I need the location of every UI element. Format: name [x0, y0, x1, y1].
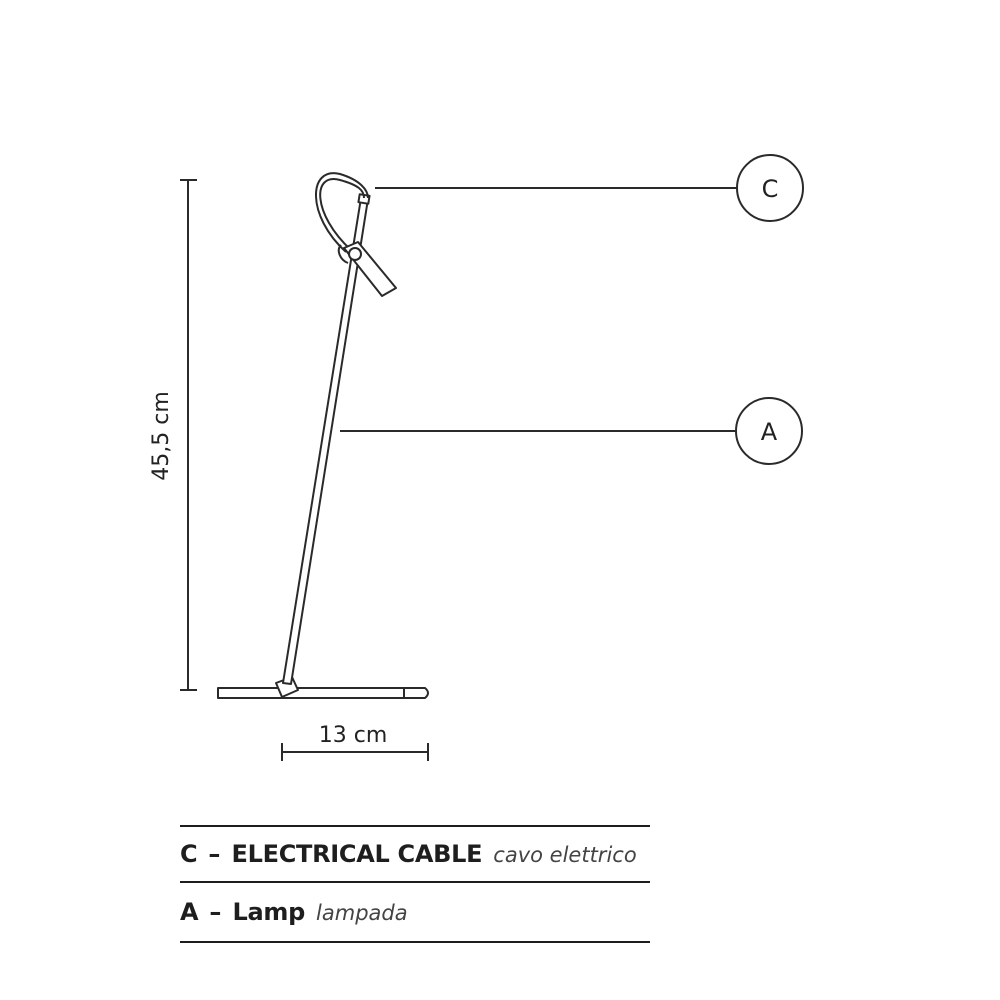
cable-icon — [319, 178, 365, 251]
callout-a-letter: A — [761, 418, 778, 446]
legend-part-name: Lamp — [232, 898, 305, 926]
height-dimension-label: 45,5 cm — [149, 391, 174, 481]
lamp-base — [217, 687, 429, 699]
lamp-figure — [217, 172, 429, 699]
legend-separator: – — [209, 898, 222, 926]
legend-key: A — [180, 898, 199, 926]
parts-legend: C – ELECTRICAL CABLE cavo elettrico A – … — [180, 825, 650, 943]
legend-part-translation: lampada — [316, 901, 408, 925]
legend-separator: – — [208, 840, 221, 868]
legend-part-translation: cavo elettrico — [493, 843, 637, 867]
height-dimension — [180, 179, 197, 691]
width-dimension-label: 13 cm — [319, 723, 388, 748]
legend-row-a: A – Lamp lampada — [180, 881, 650, 943]
lamp-stem — [282, 197, 369, 685]
width-dimension — [281, 743, 429, 761]
callout-c-letter: C — [762, 175, 779, 203]
legend-key: C — [180, 840, 198, 868]
legend-part-name: ELECTRICAL CABLE — [231, 840, 483, 868]
legend-row-c: C – ELECTRICAL CABLE cavo elettrico — [180, 825, 650, 881]
callout-a — [340, 397, 803, 465]
callout-c — [375, 154, 804, 222]
